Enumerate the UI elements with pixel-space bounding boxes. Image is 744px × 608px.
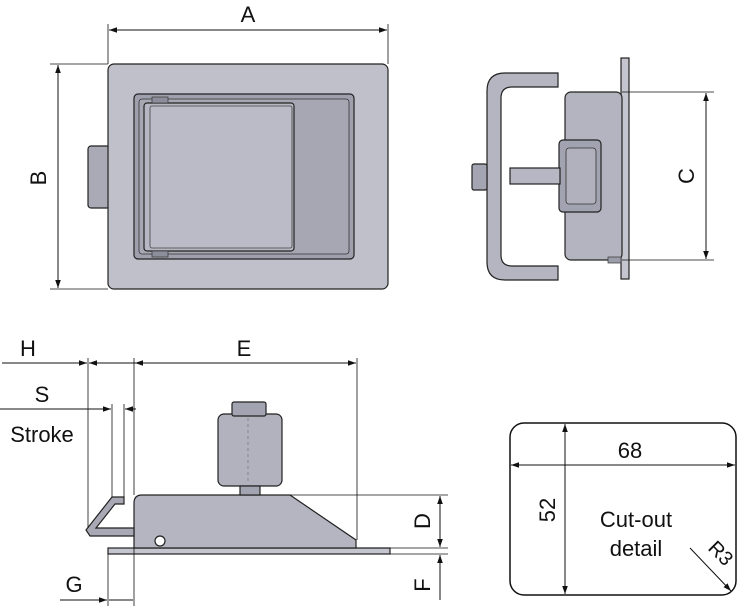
front-latch-knob (87, 145, 111, 209)
label-d: D (410, 513, 435, 529)
label-c: C (674, 168, 699, 184)
label-s: S (35, 382, 50, 407)
bottom-handle-cap (231, 401, 267, 417)
dimension-d: D (290, 494, 448, 549)
side-nut (471, 163, 488, 191)
bottom-handle-block (217, 413, 283, 487)
label-h: H (20, 336, 36, 361)
label-a: A (241, 2, 256, 27)
bottom-view (85, 401, 391, 555)
label-e: E (237, 336, 252, 361)
front-view (87, 63, 389, 290)
bottom-body (133, 494, 357, 549)
side-view (471, 57, 630, 281)
dimension-a: A (107, 2, 389, 64)
cutout-height-label: 52 (535, 498, 560, 522)
side-handle (486, 72, 559, 281)
bottom-hole (154, 535, 166, 547)
dimension-s: S Stroke (0, 382, 136, 497)
side-shaft (509, 167, 561, 185)
side-bracket-inner (565, 147, 597, 205)
cutout-detail: 68 52 Cut-out detail R3 (509, 422, 737, 596)
label-f: F (410, 578, 435, 591)
dimension-b: B (26, 63, 108, 290)
front-paddle-face (149, 105, 293, 249)
cutout-width-label: 68 (618, 438, 642, 463)
dimension-c: C (622, 91, 714, 261)
dimension-h: H (2, 336, 135, 528)
front-hinge-bottom (151, 250, 169, 258)
bottom-handle-stem (239, 485, 261, 496)
dimension-e: E (133, 336, 358, 540)
cutout-caption-line2: detail (610, 536, 663, 561)
bottom-base-plate (107, 547, 391, 555)
label-stroke: Stroke (10, 422, 74, 447)
dimension-g: G (60, 548, 135, 606)
label-g: G (65, 572, 82, 597)
side-tab (607, 256, 622, 264)
bottom-latch-hook (85, 496, 135, 537)
dimension-f: F (390, 553, 448, 600)
cutout-caption-line1: Cut-out (600, 507, 672, 532)
label-b: B (26, 171, 51, 186)
front-hinge-top (151, 96, 169, 104)
